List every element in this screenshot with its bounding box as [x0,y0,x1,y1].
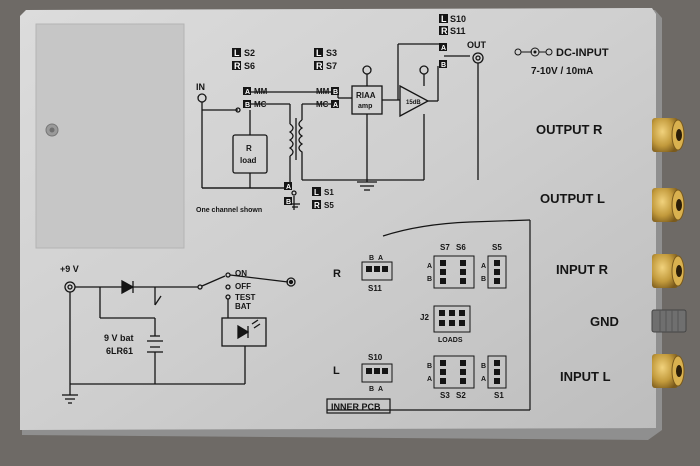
label-input-r: INPUT R [556,262,609,277]
label-s11: S11 [450,26,466,36]
badge-r3-text: R [441,26,448,36]
svg-text:A: A [427,263,432,270]
label-one-channel: One channel shown [196,207,262,214]
svg-text:B: B [441,62,446,69]
label-pcb-j2: J2 [420,313,429,322]
label-pcb-s11: S11 [368,284,382,293]
label-mc-left: MC [254,100,267,109]
rca-input-l[interactable] [652,354,685,388]
label-bat: BAT [235,302,251,311]
label-inner-pcb: INNER PCB [331,402,381,412]
label-pcb-s6: S6 [456,243,466,252]
power-circuit [62,272,296,404]
label-s7: S7 [326,61,337,71]
label-test: TEST [235,293,256,302]
badge-l3 [439,14,448,23]
label-battery-2: 6LR61 [106,346,133,356]
svg-text:A: A [245,89,250,96]
battery-cover [35,23,185,249]
badge-l [232,48,241,57]
label-pcb-s1: S1 [494,391,504,400]
label-output-l: OUTPUT L [540,191,605,206]
gain-amp [399,84,430,118]
screw-head [49,127,55,133]
svg-text:B: B [333,89,338,96]
rca-output-l[interactable] [652,188,685,222]
dc-input-spec: 7-10V / 10mA [531,66,593,77]
label-riaa-2: amp [358,103,372,110]
label-pcb-l: L [333,365,340,377]
label-off: OFF [235,282,251,291]
label-riaa-1: RIAA [356,91,376,100]
label-s10: S10 [450,14,466,24]
inner-pcb-map: INNER PCB R L B A S11 B A S10 S7 S6 A B … [326,219,531,414]
label-s6: S6 [244,61,255,71]
svg-text:A: A [333,102,338,109]
label-s5: S5 [324,201,334,210]
label-in: IN [196,82,205,92]
schematic [197,43,484,210]
svg-text:A: A [441,45,446,52]
label-s2: S2 [244,48,255,58]
side-labels: OUTPUT R OUTPUT L INPUT R GND INPUT L [536,122,619,384]
badge-r-text: R [234,61,241,71]
svg-text:B: B [481,276,486,283]
svg-text:B: B [427,276,432,283]
dc-input-label: DC-INPUT 7-10V / 10mA [514,47,609,77]
badge-r2-text: R [316,61,323,71]
label-out: OUT [467,40,487,50]
label-r-load-2: load [240,156,257,165]
badge-r [232,61,241,70]
label-mc-right: MC [316,100,329,109]
svg-text:A: A [427,376,432,383]
label-input-l: INPUT L [560,369,611,384]
svg-text:B: B [245,102,250,109]
rca-output-r[interactable] [652,118,685,152]
label-s3: S3 [326,48,337,58]
power-labels: +9 V ON OFF TEST BAT 9 V bat 6LR61 [60,264,256,356]
rca-input-r[interactable] [652,254,685,288]
badge-l2-text: L [316,48,322,58]
switch-legend: L S2 R S6 L S3 R S7 L S10 R S11 [232,14,466,71]
label-pcb-s5: S5 [492,243,502,252]
badge-l3-text: L [441,14,447,24]
svg-text:A: A [481,376,486,383]
label-mm-left: MM [254,87,268,96]
svg-text:A: A [481,263,486,270]
label-pcb-s7: S7 [440,243,450,252]
label-pcb-s3: S3 [440,391,450,400]
svg-text:B: B [369,255,374,262]
badge-r2 [314,61,323,70]
badge-l-text: L [234,48,240,58]
label-pcb-loads: LOADS [438,337,463,344]
label-pcb-s2: S2 [456,391,466,400]
label-output-r: OUTPUT R [536,122,603,137]
svg-text:B: B [286,199,291,206]
svg-text:A: A [378,255,383,262]
svg-text:B: B [369,386,374,393]
dc-input-title: DC-INPUT [556,47,609,59]
label-gnd: GND [590,314,619,329]
svg-text:A: A [378,386,383,393]
badge-r3 [439,26,448,35]
label-pcb-r: R [333,268,341,280]
svg-text:A: A [286,184,291,191]
label-battery-1: 9 V bat [104,333,134,343]
label-pcb-s10: S10 [368,353,383,362]
gnd-terminal[interactable] [651,309,687,333]
label-s1: S1 [324,188,334,197]
svg-text:B: B [481,363,486,370]
badge-l2 [314,48,323,57]
svg-text:B: B [427,363,432,370]
label-15db: 15dB [406,100,421,106]
label-9v: +9 V [60,264,79,274]
svg-text:L: L [314,188,319,197]
schematic-labels: IN A MM B MC MM B MC A R load RIAA amp 1… [196,40,487,214]
label-on: ON [235,269,247,278]
label-mm-right: MM [316,87,330,96]
svg-text:R: R [314,201,320,210]
label-r-load-1: R [246,144,252,153]
